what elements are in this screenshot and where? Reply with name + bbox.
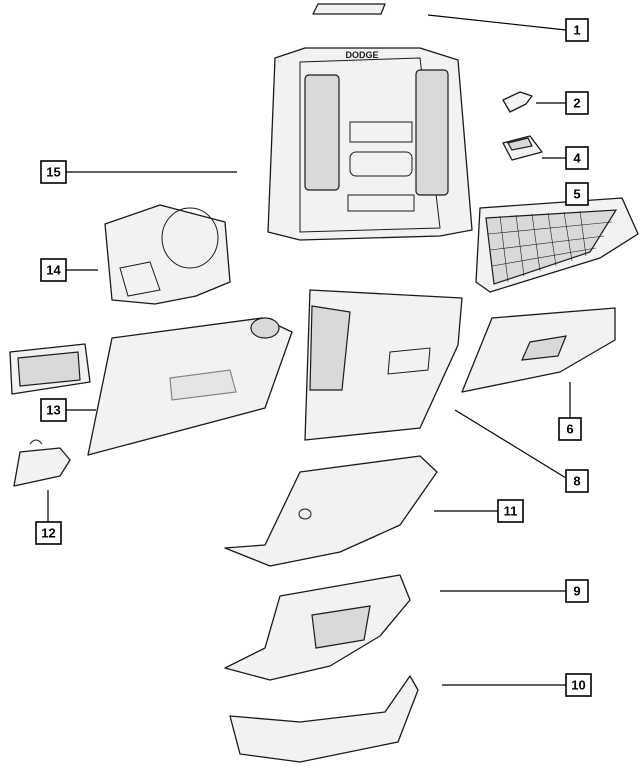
callout-5-label: 5	[573, 187, 580, 202]
callout-10: 10	[565, 673, 592, 697]
part-12-vent	[9, 343, 91, 395]
part-13-lower-panel	[87, 317, 293, 456]
callout-9-label: 9	[573, 584, 580, 599]
callout-15: 15	[40, 160, 67, 184]
part-11-knee-panel	[224, 455, 438, 567]
part-4-switch	[502, 135, 543, 161]
callout-6-label: 6	[566, 422, 573, 437]
part-6-door	[461, 307, 616, 393]
callout-8: 8	[565, 469, 589, 493]
callout-10-label: 10	[571, 678, 585, 693]
callout-14: 14	[40, 258, 67, 282]
callout-2-label: 2	[573, 96, 580, 111]
callout-13: 13	[40, 398, 67, 422]
callout-12: 12	[35, 521, 62, 545]
part-1-pad	[312, 3, 386, 15]
callout-5: 5	[565, 182, 589, 206]
part-2-clip	[502, 91, 533, 113]
callout-11-label: 11	[504, 504, 518, 519]
part-15-center-bezel: DODGE	[267, 47, 473, 241]
callout-4-label: 4	[573, 151, 581, 166]
callout-1-label: 1	[573, 23, 580, 38]
part-12-latch	[13, 439, 71, 487]
part-5-storage-bin	[475, 197, 639, 293]
callout-12-label: 12	[41, 526, 55, 541]
callout-15-label: 15	[46, 165, 60, 180]
bezel-badge: DODGE	[345, 50, 378, 60]
callout-2: 2	[565, 91, 589, 115]
leader-lines	[47, 14, 571, 686]
callout-8-label: 8	[573, 474, 580, 489]
callout-6: 6	[558, 417, 582, 441]
part-9-lower-trim	[224, 574, 411, 681]
callout-14-label: 14	[46, 263, 61, 278]
part-10-bottom-trim	[229, 675, 419, 763]
callout-4: 4	[565, 146, 589, 170]
part-14-column-cover	[104, 204, 231, 305]
callout-11: 11	[497, 499, 524, 523]
callout-9: 9	[565, 579, 589, 603]
callout-1: 1	[565, 18, 589, 42]
part-8-glove-box	[304, 289, 463, 441]
callout-13-label: 13	[46, 403, 60, 418]
